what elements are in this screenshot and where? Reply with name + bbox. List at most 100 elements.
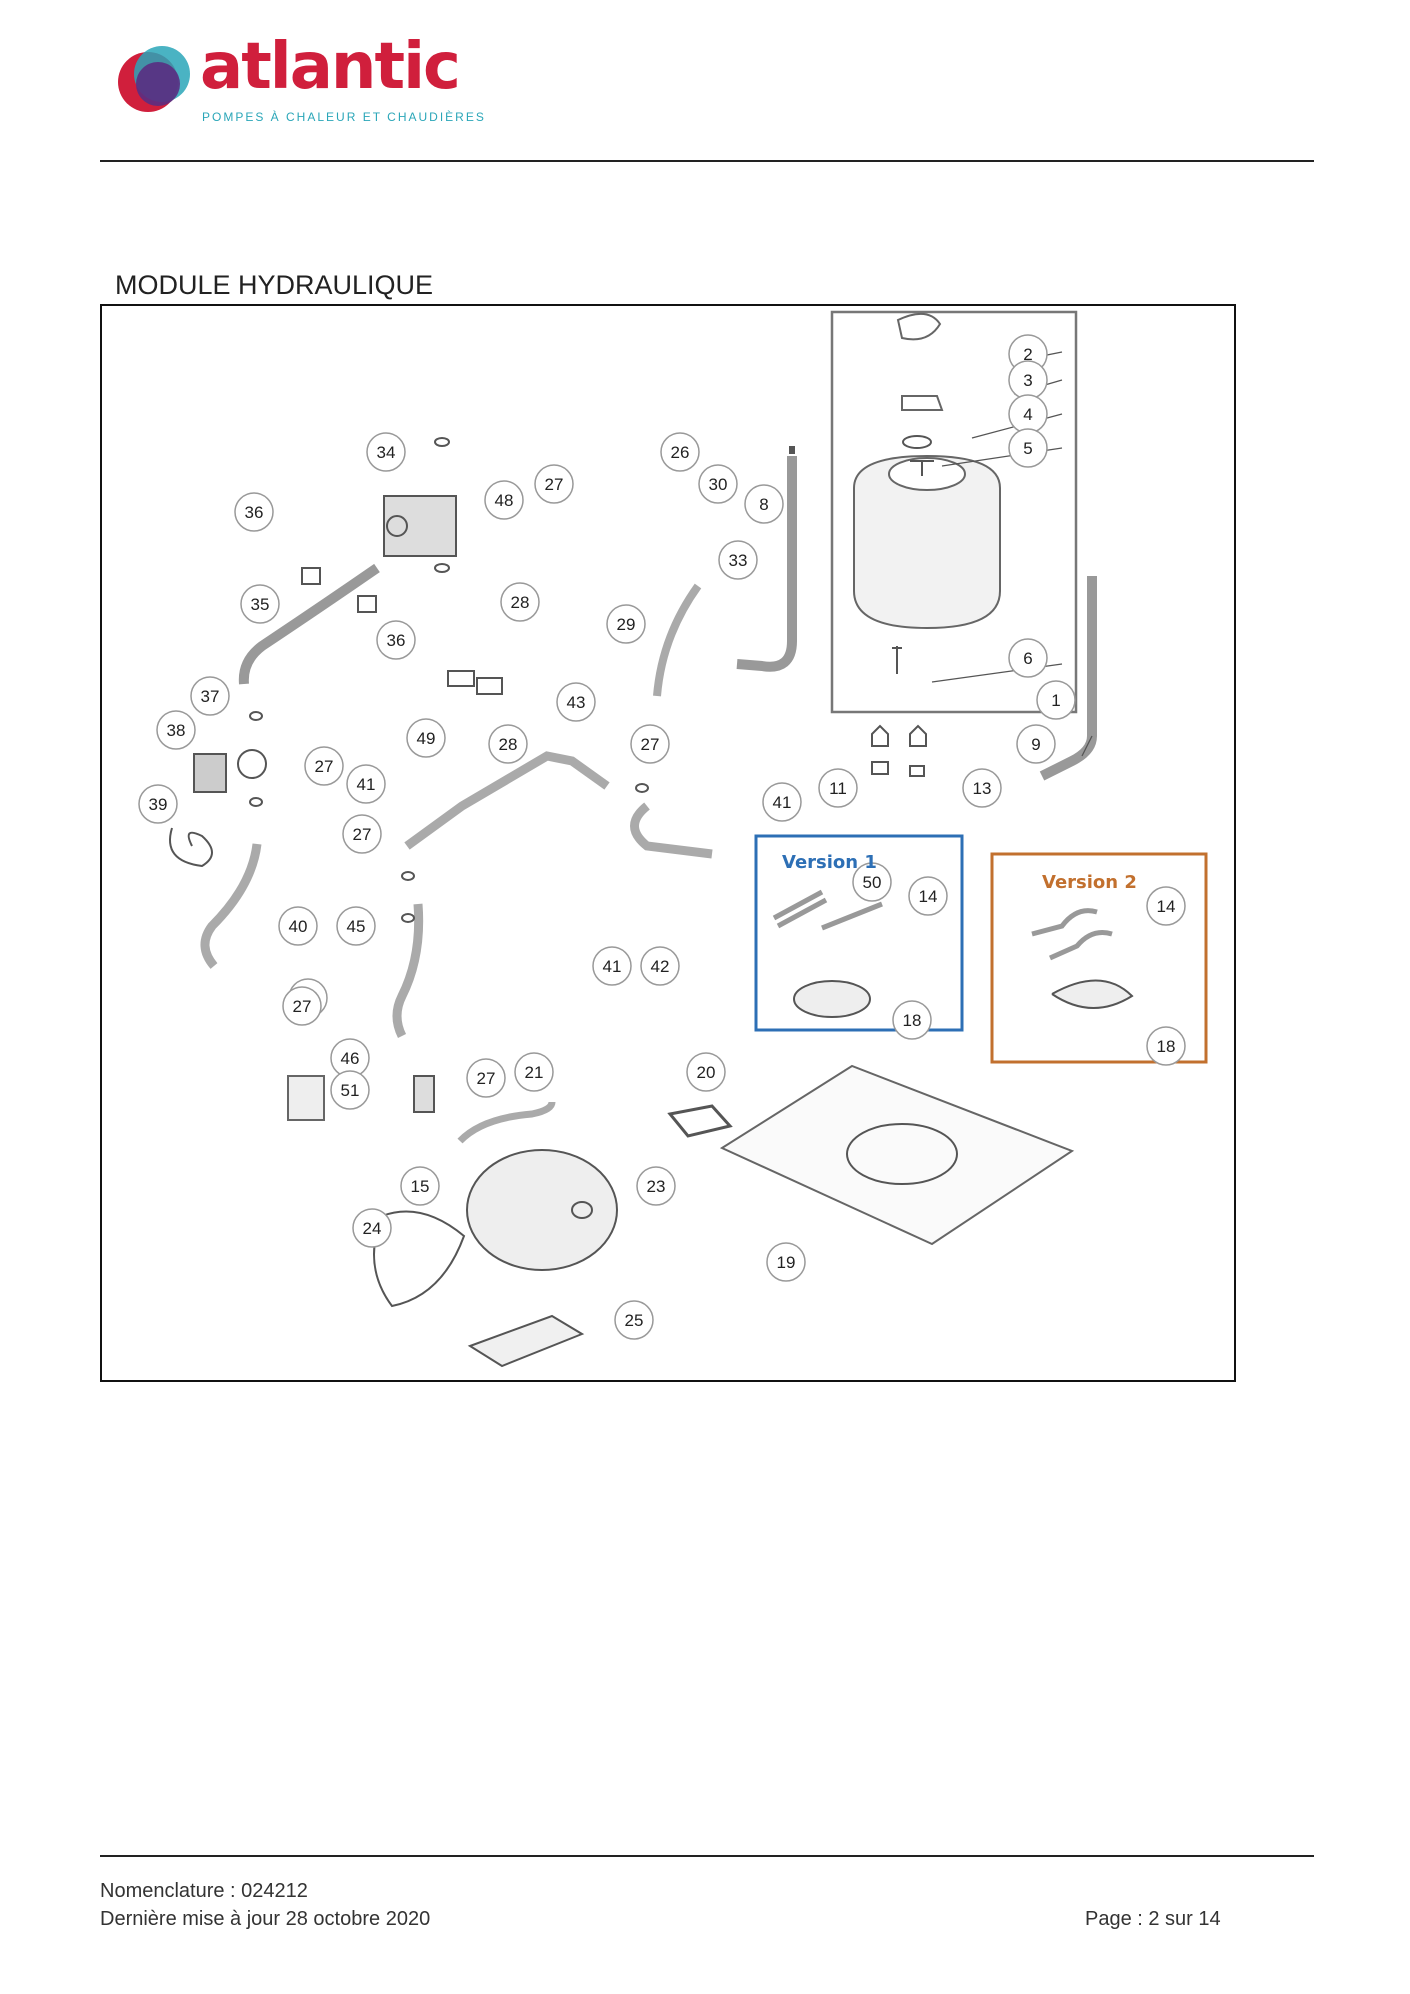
- callout-bubble: [1008, 428, 1048, 468]
- callout-bubble: [636, 1166, 676, 1206]
- callout-label: 27: [477, 1069, 496, 1088]
- callout-label: 26: [671, 443, 690, 462]
- callout-label: 48: [495, 491, 514, 510]
- callout-bubble: [1008, 638, 1048, 678]
- callout-label: 2: [1023, 345, 1032, 364]
- callout-label: 9: [1031, 735, 1040, 754]
- callout-label: 51: [341, 1081, 360, 1100]
- callout-bubble: [1146, 1026, 1186, 1066]
- callout-bubble: [686, 1052, 726, 1092]
- callout-label: 35: [251, 595, 270, 614]
- callout-bubble: [908, 876, 948, 916]
- callout-label: 25: [625, 1311, 644, 1330]
- callout-bubble: [400, 1166, 440, 1206]
- callout-label: 43: [567, 693, 586, 712]
- callout-label: 15: [411, 1177, 430, 1196]
- callout-bubble: [962, 768, 1002, 808]
- version2-box: [990, 852, 1208, 1064]
- version1-label: Version 1: [782, 852, 877, 873]
- callout-label: 45: [347, 917, 366, 936]
- version2-label: Version 2: [1042, 872, 1137, 893]
- callout-label: 4: [1023, 405, 1032, 424]
- pipe-8: [736, 456, 797, 672]
- callout-bubble: [744, 484, 784, 524]
- callout-label: 23: [647, 1177, 666, 1196]
- callout-bubble: [376, 620, 416, 660]
- callout-label: 36: [245, 503, 264, 522]
- callout-label: 24: [363, 1219, 382, 1238]
- callout-label: 41: [357, 775, 376, 794]
- callout-bubble: [352, 1208, 392, 1248]
- pipe-21: [457, 1101, 556, 1144]
- callout-bubble: [660, 432, 700, 472]
- callout-label: 21: [525, 1063, 544, 1082]
- callout-label: 42: [651, 957, 670, 976]
- callout-bubble: [606, 604, 646, 644]
- callout-bubble: [190, 676, 230, 716]
- callout-label: 3: [1023, 371, 1032, 390]
- callout-label: 40: [289, 917, 308, 936]
- callout-bubble: [514, 1052, 554, 1092]
- bracket-25: [467, 1314, 585, 1368]
- expansion-vessel: [853, 454, 1001, 630]
- callout-bubble: [282, 986, 322, 1026]
- callout-bubble: [614, 1300, 654, 1340]
- vessel-inset-box: [830, 310, 1078, 714]
- atlantic-logo: atlantic POMPES À CHALEUR ET CHAUDIÈRES: [112, 30, 492, 128]
- logo-wordmark: atlantic: [200, 30, 461, 104]
- callout-label: 41: [773, 793, 792, 812]
- callout-bubble: [366, 432, 406, 472]
- callout-bubble: [852, 862, 892, 902]
- callout-label: 18: [903, 1011, 922, 1030]
- callout-label: 27: [315, 757, 334, 776]
- callout-bubble: [156, 710, 196, 750]
- tray-19: [719, 1064, 1075, 1246]
- callout-label: 20: [697, 1063, 716, 1082]
- callout-bubble: [762, 782, 802, 822]
- callout-bubble: [138, 784, 178, 824]
- callout-bubble: [1146, 886, 1186, 926]
- pipe-45: [392, 903, 424, 1039]
- callout-bubble: [346, 764, 386, 804]
- callout-label: 6: [1023, 649, 1032, 668]
- callout-bubble: [698, 464, 738, 504]
- callout-label: 49: [417, 729, 436, 748]
- callout-label: 46: [341, 1049, 360, 1068]
- callout-label: 29: [617, 615, 636, 634]
- version1-box: [754, 834, 964, 1032]
- footer-divider: [100, 1855, 1314, 1857]
- tank-23: [466, 1149, 618, 1271]
- pump-34: [383, 495, 457, 557]
- callout-label: 38: [167, 721, 186, 740]
- callout-bubble: [336, 906, 376, 946]
- callout-label: 33: [729, 551, 748, 570]
- tee-51: [287, 1075, 325, 1121]
- callout-bubble: [592, 946, 632, 986]
- logo-mark-icon: [118, 46, 190, 112]
- section-title: MODULE HYDRAULIQUE: [115, 270, 434, 300]
- callout-label: 19: [777, 1253, 796, 1272]
- page-number: Page : 2 sur 14: [1085, 1908, 1221, 1930]
- hose-33: [653, 583, 702, 697]
- callout-bubble: [640, 946, 680, 986]
- logo-tagline: POMPES À CHALEUR ET CHAUDIÈRES: [202, 110, 486, 124]
- sensor-39: [169, 827, 213, 868]
- pipe-40: [200, 843, 262, 969]
- callout-bubble: [1036, 680, 1076, 720]
- callout-label: 28: [499, 735, 518, 754]
- callout-bubble: [304, 746, 344, 786]
- pipe-43: [404, 751, 610, 850]
- last-update-text: Dernière mise à jour 28 octobre 2020: [100, 1908, 431, 1930]
- vessel-oring: [902, 435, 932, 449]
- callout-label: 50: [863, 873, 882, 892]
- callout-label: 5: [1023, 439, 1032, 458]
- callout-bubble: [234, 492, 274, 532]
- callout-label: 14: [919, 887, 938, 906]
- header-divider: [100, 160, 1314, 162]
- callout-label: 18: [1157, 1037, 1176, 1056]
- valve-37: [237, 749, 267, 779]
- pipe-42: [630, 802, 713, 859]
- callout-label: 39: [149, 795, 168, 814]
- callout-label: 37: [201, 687, 220, 706]
